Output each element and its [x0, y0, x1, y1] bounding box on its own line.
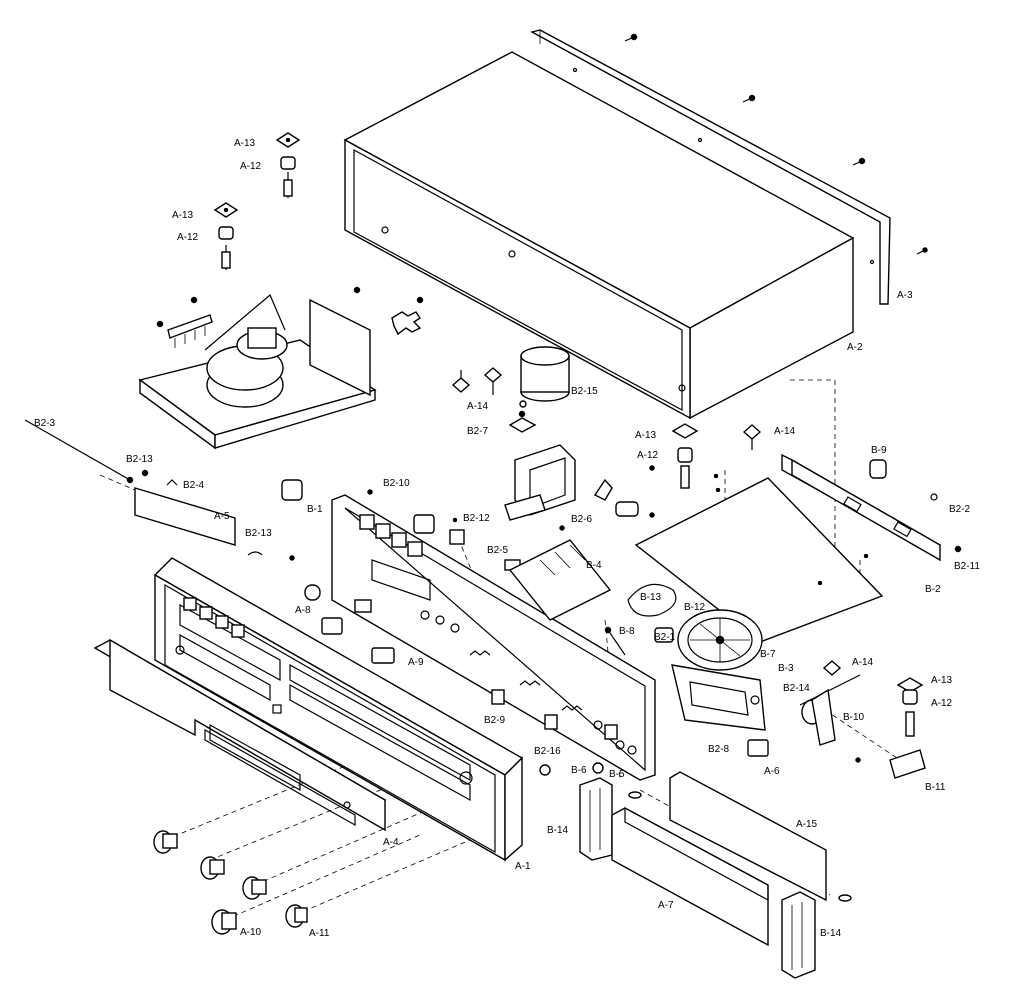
display-window: [24, 419, 236, 546]
foot-assembly-2: [213, 202, 239, 270]
label-a13-2: A-13: [172, 210, 194, 221]
label-b2-6: B2-6: [571, 514, 593, 525]
label-b2-5: B2-5: [487, 545, 509, 556]
label-a13-3: A-13: [635, 430, 657, 441]
power-transformer: [504, 444, 576, 521]
main-pcb: [331, 494, 656, 781]
label-a14-1: A-14: [467, 401, 489, 412]
label-a2: A-2: [847, 342, 863, 353]
label-b2-11: B2-11: [954, 561, 980, 572]
tray-bracket: [671, 664, 766, 731]
label-a5: A-5: [214, 511, 230, 522]
label-b2-14: B2-14: [783, 683, 810, 694]
small-parts: [247, 478, 852, 902]
cabinet-cover: [343, 51, 855, 420]
label-b13: B-13: [640, 592, 662, 603]
sub-board: [508, 539, 612, 621]
label-b2-4: B2-4: [183, 480, 205, 491]
label-a13-4: A-13: [931, 675, 953, 686]
label-b2-9: B2-9: [484, 715, 506, 726]
label-b4: B-4: [586, 560, 602, 571]
panel-a15: [669, 771, 827, 902]
disc-mechanism: [138, 286, 424, 450]
label-b2-16: B2-16: [534, 746, 561, 757]
label-a1: A-1: [515, 861, 531, 872]
label-b5: B-5: [609, 769, 625, 780]
bracket-right: [781, 453, 962, 562]
label-a8: A-8: [295, 605, 311, 616]
label-b2-13-1: B2-13: [126, 454, 153, 465]
faceplate: [93, 638, 387, 832]
label-b10: B-10: [843, 712, 865, 723]
front-panel: [153, 557, 524, 862]
label-b2-2: B2-2: [949, 504, 971, 515]
label-b11: B-11: [925, 782, 946, 793]
label-b2: B-2: [925, 584, 941, 595]
label-a15: A-15: [796, 819, 818, 830]
label-b8: B-8: [619, 626, 635, 637]
label-b2-10: B2-10: [383, 478, 410, 489]
label-b2-12: B2-12: [463, 513, 490, 524]
foot-assembly-3: [649, 423, 699, 489]
knobs: [153, 830, 308, 935]
transformer: [508, 346, 570, 433]
label-a12-4: A-12: [931, 698, 953, 709]
label-a13-1: A-13: [234, 138, 256, 149]
label-b7: B-7: [760, 649, 776, 660]
label-b2-15: B2-15: [571, 386, 598, 397]
label-a6: A-6: [764, 766, 780, 777]
side-panel: [611, 806, 769, 947]
side-handle-left: [579, 777, 613, 861]
callout-labels: A-3 A-2 A-13 A-12 A-13 A-12 A-14 B2-15 B…: [34, 138, 980, 939]
label-b2-8: B2-8: [708, 744, 730, 755]
side-handle-right: [781, 891, 816, 979]
label-a12-2: A-12: [177, 232, 199, 243]
label-b6: B-6: [571, 765, 587, 776]
label-a12-1: A-12: [240, 161, 262, 172]
label-a11: A-11: [309, 928, 330, 939]
screw-set-top: [624, 33, 928, 255]
foot-assembly-4: [896, 677, 924, 737]
label-b9: B-9: [871, 445, 887, 456]
turntable: [604, 583, 763, 671]
label-b2-3: B2-3: [34, 418, 56, 429]
label-a14-3: A-14: [852, 657, 874, 668]
label-a14-2: A-14: [774, 426, 796, 437]
label-b2-7: B2-7: [467, 426, 489, 437]
label-b1: B-1: [307, 504, 323, 515]
foot-assembly-1: [275, 132, 301, 198]
label-a3: A-3: [897, 290, 913, 301]
label-a4: A-4: [383, 837, 399, 848]
label-b2-1: B2-1: [654, 632, 676, 643]
label-b2-13-2: B2-13: [245, 528, 272, 539]
rear-panel: [530, 29, 891, 305]
label-b3: B-3: [778, 663, 794, 674]
label-a12-3: A-12: [637, 450, 659, 461]
label-a7: A-7: [658, 900, 674, 911]
motor: [799, 674, 926, 779]
label-b12: B-12: [684, 602, 706, 613]
label-b14-1: B-14: [547, 825, 569, 836]
label-a9: A-9: [408, 657, 424, 668]
label-a10: A-10: [240, 927, 262, 938]
feet-a14: [451, 367, 842, 676]
label-b14-2: B-14: [820, 928, 842, 939]
